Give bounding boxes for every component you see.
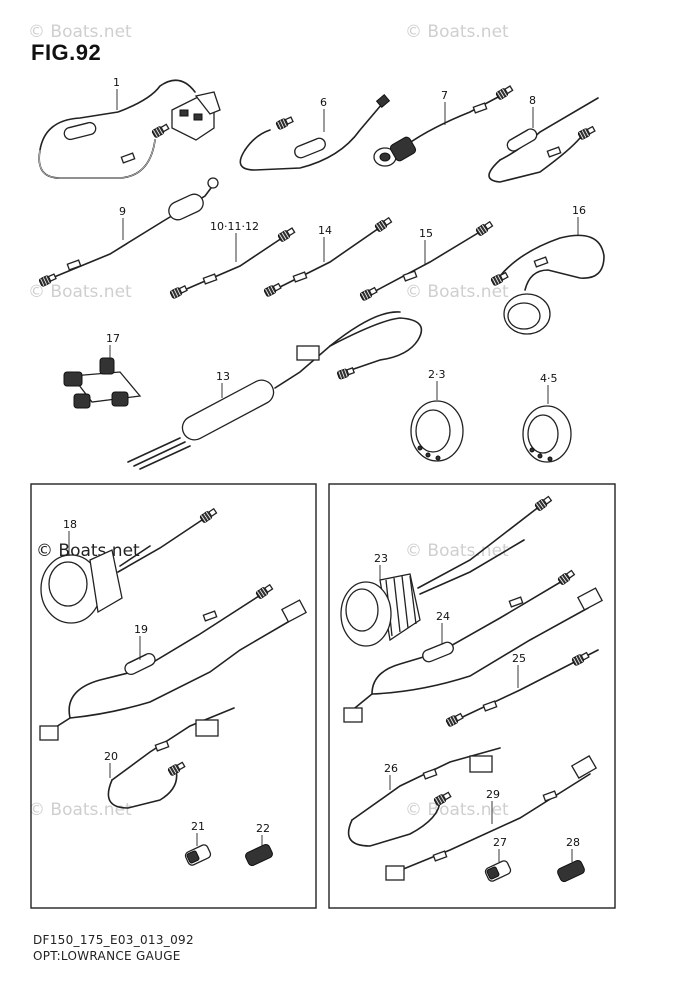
callout-20: 20 (104, 750, 118, 763)
callout-13: 13 (216, 370, 230, 383)
callout-23: 23 (374, 552, 388, 565)
part-24-harness (343, 568, 603, 723)
part-29-cable (385, 755, 598, 881)
callout-25: 25 (512, 652, 526, 665)
callout-14: 14 (318, 224, 332, 237)
callout-1: 1 (113, 76, 120, 89)
part-23-gauge (340, 494, 553, 647)
figure-caption: OPT:LOWRANCE GAUGE (33, 949, 181, 963)
callout-28: 28 (566, 836, 580, 849)
part-18-gauge (40, 506, 219, 624)
part-19-harness (39, 582, 307, 741)
callout-2-3: 2·3 (428, 368, 446, 381)
watermark: © Boats.net (28, 22, 132, 42)
part-27-cap (484, 860, 512, 882)
callout-16: 16 (572, 204, 586, 217)
callout-24: 24 (436, 610, 450, 623)
part-16-sensor (490, 234, 605, 335)
part-28-terminator (557, 859, 585, 883)
part-4-5-ring (522, 405, 572, 463)
part-1-harness (38, 79, 221, 179)
part-25-cable (445, 649, 599, 728)
callout-4-5: 4·5 (540, 372, 558, 385)
callout-29: 29 (486, 788, 500, 801)
part-22-terminator (245, 843, 273, 867)
part-17-t-connector (63, 357, 142, 409)
callout-9: 9 (119, 205, 126, 218)
part-15-cable (359, 219, 495, 302)
callout-7: 7 (441, 89, 448, 102)
callout-18: 18 (63, 518, 77, 531)
part-2-3-ring (410, 400, 464, 462)
part-10-11-12-cable (169, 226, 297, 300)
part-13-power-cable (127, 311, 423, 470)
part-7-thru-hull-sensor (373, 84, 515, 167)
callout-19: 19 (134, 623, 148, 636)
figure-code: DF150_175_E03_013_092 (33, 933, 194, 947)
watermark: © Boats.net (405, 800, 509, 820)
left-gauge-kit-panel (30, 483, 317, 909)
watermark: © Boats.net (28, 282, 132, 302)
part-21-cap (184, 844, 212, 866)
part-26-harness (347, 747, 501, 847)
part-9-sensor-cable (38, 177, 219, 288)
watermark: © Boats.net (405, 282, 509, 302)
callout-21: 21 (191, 820, 205, 833)
callout-15: 15 (419, 227, 433, 240)
callout-8: 8 (529, 94, 536, 107)
part-6-cable (239, 94, 391, 171)
callout-27: 27 (493, 836, 507, 849)
watermark: © Boats.net (28, 800, 132, 820)
callout-6: 6 (320, 96, 327, 109)
part-14-cable (263, 215, 394, 298)
part-8-cable (488, 97, 599, 183)
watermark: © Boats.net (405, 22, 509, 42)
callout-17: 17 (106, 332, 120, 345)
callout-22: 22 (256, 822, 270, 835)
callout-10-11-12: 10·11·12 (210, 220, 259, 233)
watermark: © Boats.net (405, 541, 509, 561)
right-gauge-kit-panel (328, 483, 616, 909)
callout-26: 26 (384, 762, 398, 775)
figure-title: FIG.92 (31, 40, 102, 65)
part-20-harness (107, 707, 235, 809)
